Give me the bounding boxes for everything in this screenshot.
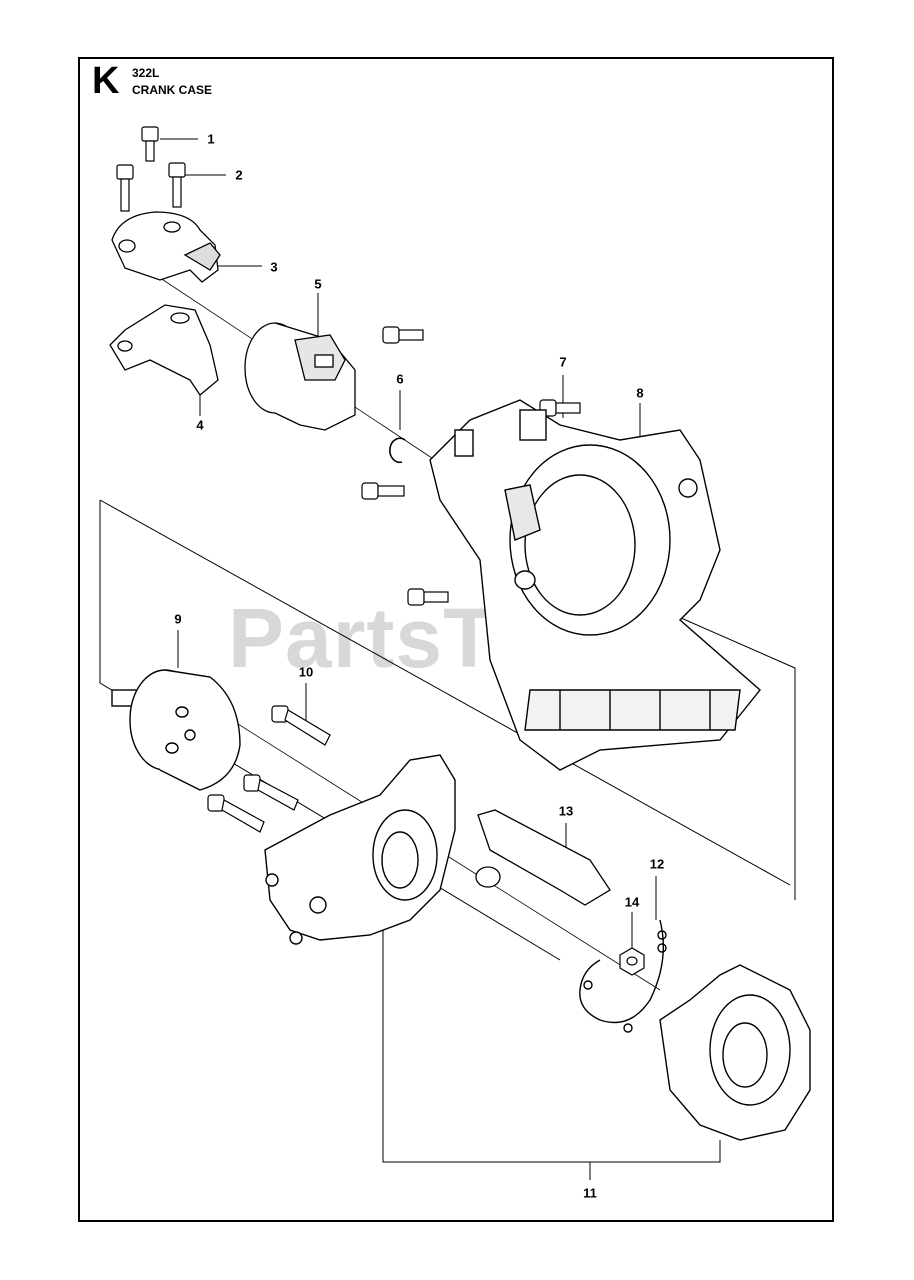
assembly-line-diag (99, 499, 791, 886)
screw-1 (141, 126, 159, 162)
callout-2: 2 (235, 167, 243, 183)
diagram-frame (78, 57, 834, 1222)
crankcase-11-rear (659, 964, 811, 1141)
shield-13 (475, 809, 611, 906)
callout-14: 14 (624, 894, 640, 910)
callout-4: 4 (196, 417, 204, 433)
bolt-left (361, 482, 405, 500)
bracket-11 (382, 930, 721, 1163)
callout-6: 6 (396, 371, 404, 387)
callout-1: 1 (207, 131, 215, 147)
callout-8: 8 (636, 385, 644, 401)
callout-7: 7 (559, 354, 567, 370)
crankcase-half-8 (429, 399, 761, 771)
model-number: 322L (132, 66, 160, 80)
callout-13: 13 (558, 803, 574, 819)
callout-10: 10 (298, 664, 314, 680)
screw-2 (116, 162, 186, 212)
nut-14 (619, 947, 645, 976)
circlip-6 (389, 437, 406, 464)
crankcase-11-front (264, 754, 456, 945)
section-letter: K (92, 60, 120, 102)
cylinder-5 (244, 322, 356, 431)
bolt-upper (382, 326, 424, 344)
bearing-cap-3 (111, 211, 221, 283)
assembly-line-right (639, 599, 796, 900)
crank-half-4 (109, 304, 219, 396)
callout-11: 11 (583, 1185, 597, 1201)
bolt-lower (407, 588, 449, 606)
callout-9: 9 (174, 611, 182, 627)
clutch-drum-9 (111, 669, 241, 791)
callout-3: 3 (270, 259, 278, 275)
callout-12: 12 (649, 856, 665, 872)
diagram-title: CRANK CASE (132, 83, 213, 97)
callout-5: 5 (314, 276, 322, 292)
screw-10 (207, 705, 331, 833)
gasket-12 (579, 919, 667, 1033)
